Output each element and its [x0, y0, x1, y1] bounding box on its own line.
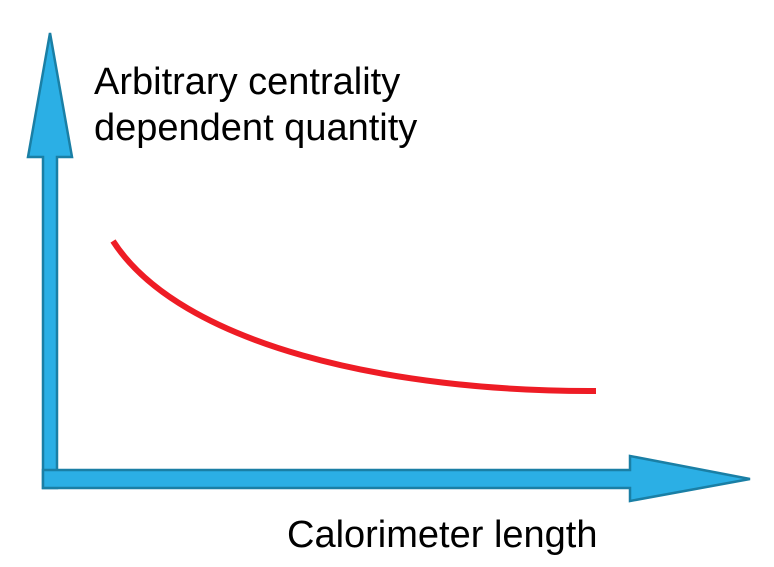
- x-axis-label: Calorimeter length: [287, 514, 598, 556]
- y-axis-label: Arbitrary centrality dependent quantity: [94, 60, 417, 151]
- y-axis-label-line-1: Arbitrary centrality: [94, 61, 401, 103]
- y-axis-arrow: [26, 32, 74, 490]
- decreasing-curve: [110, 239, 597, 395]
- y-axis-label-line-2: dependent quantity: [94, 106, 418, 149]
- x-axis-arrow: [41, 454, 751, 503]
